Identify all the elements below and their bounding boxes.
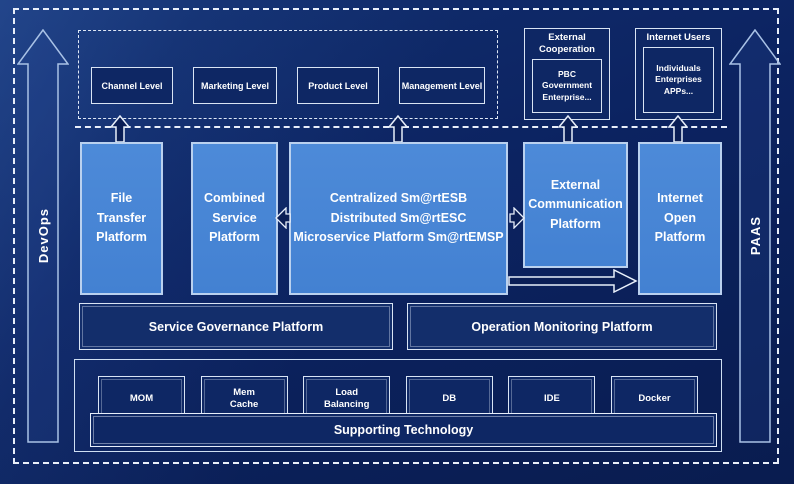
supporting-technology-bar: Supporting Technology [90,413,717,447]
levels-group: Channel Level Marketing Level Product Le… [78,30,498,119]
level-box-product: Product Level [297,67,379,104]
level-box-marketing: Marketing Level [193,67,277,104]
external-cooperation-members: PBC Government Enterprise... [532,58,602,113]
internet-users-box: Internet Users Individuals Enterprises A… [635,28,722,120]
level-label: Product Level [308,80,368,91]
service-governance-label: Service Governance Platform [148,319,324,334]
devops-up-arrow-icon [17,29,69,443]
internet-users-members: Individuals Enterprises APPs... [643,46,714,113]
long-right-arrow-icon [508,269,638,293]
internet-open-platform-box: Internet Open Platform [638,142,722,295]
devops-label: DevOps [35,208,51,264]
supporting-technology-label: Supporting Technology [333,423,474,437]
paas-up-arrow-icon [729,29,781,443]
right-arrow-icon [509,207,525,229]
level-box-management: Management Level [399,67,485,104]
paas-label: PAAS [747,216,763,256]
service-governance-platform-box: Service Governance Platform [79,303,393,350]
operation-monitoring-platform-box: Operation Monitoring Platform [407,303,717,350]
operation-monitoring-label: Operation Monitoring Platform [471,319,653,334]
supporting-technology-section: MOM Mem Cache Load Balancing DB IDE Dock… [74,359,722,452]
level-label: Management Level [401,80,483,91]
smart-esb-platform-box: Centralized Sm@rtESB Distributed Sm@rtES… [289,142,508,295]
file-transfer-platform-box: File Transfer Platform [80,142,163,295]
external-cooperation-title: External Cooperation [539,32,595,55]
up-arrow-icon [388,115,408,143]
devops-rail: DevOps [17,29,69,443]
level-box-channel: Channel Level [91,67,173,104]
up-arrow-icon [668,115,688,143]
level-label: Channel Level [101,80,163,91]
left-arrow-icon [275,207,291,229]
outer-dashed-border [13,8,779,464]
internet-users-title: Internet Users [646,32,711,43]
up-arrow-icon [110,115,130,143]
paas-rail: PAAS [729,29,781,443]
combined-service-platform-box: Combined Service Platform [191,142,278,295]
external-cooperation-box: External Cooperation PBC Government Ente… [524,28,610,120]
level-label: Marketing Level [200,80,270,91]
external-communication-platform-box: External Communication Platform [523,142,628,268]
up-arrow-icon [558,115,578,143]
